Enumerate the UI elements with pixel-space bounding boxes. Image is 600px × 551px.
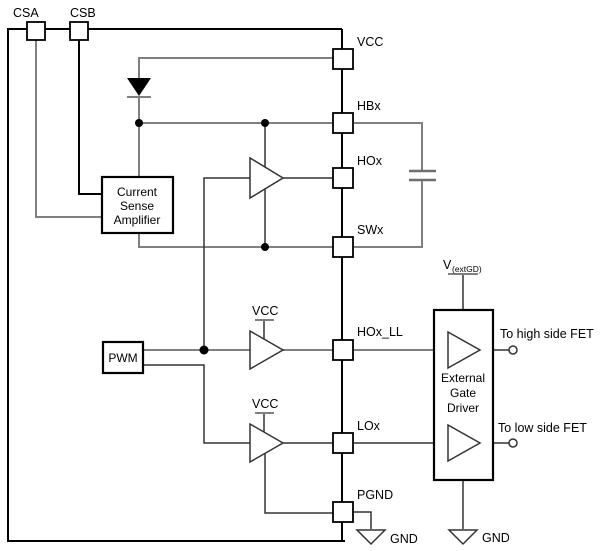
gnd-symbol-left-icon — [355, 529, 387, 546]
csa-block-label-line3: Amplifier — [114, 213, 161, 227]
wire-capacitor-to-swx — [354, 181, 423, 248]
pgnd-pin-label: PGND — [357, 488, 393, 502]
gray-wires — [35, 40, 478, 414]
egd-low-buffer-icon — [447, 423, 482, 463]
pgnd-pin-square — [332, 501, 354, 523]
egd-high-buffer-icon — [447, 330, 482, 370]
csa-block-label-line1: Current — [117, 185, 158, 199]
hoxll-pin-label: HOx_LL — [357, 325, 403, 339]
gnd-symbol-right-icon — [447, 529, 479, 546]
egd-block-label-line2: Gate — [450, 386, 476, 400]
vcc-pin-square — [332, 48, 354, 70]
lox-driver-buffer-icon — [249, 422, 285, 464]
junction-dot — [199, 345, 209, 355]
junction-dots — [135, 119, 269, 355]
wire-vcc-to-diode — [138, 57, 333, 79]
hoxll-driver-buffer-icon — [249, 329, 285, 371]
wire-hbx-to-capacitor — [354, 122, 423, 170]
high-side-output-terminal — [508, 345, 518, 355]
hox-pin-square — [332, 167, 354, 189]
wire-pgnd-to-gnd — [354, 511, 372, 529]
junction-dot — [261, 243, 269, 251]
vcc-tee-low-label: VCC — [252, 397, 278, 411]
wire-csb-to-amplifier — [78, 40, 102, 195]
pwm-block-label: PWM — [108, 351, 137, 365]
diode-anode-triangle — [127, 78, 151, 96]
egd-block-label-line1: External — [441, 371, 485, 385]
hox-pin-label: HOx — [357, 154, 383, 168]
bootstrap-diode-icon — [127, 78, 151, 98]
wire-pwm-to-lox-buffer — [143, 364, 250, 444]
vcc-tee-high-label: VCC — [252, 304, 278, 318]
csa-pin-label: CSA — [13, 6, 39, 20]
to-high-side-fet-label: To high side FET — [500, 327, 594, 341]
wire-csa-to-amplifier — [35, 40, 102, 218]
hoxll-pin-square — [332, 339, 354, 361]
lox-pin-label: LOx — [357, 419, 381, 433]
supply-labels: VCC VCC V (extGD) GND GND — [252, 258, 510, 546]
vextgd-label-sub: (extGD) — [452, 264, 482, 274]
wire-riser-to-hox-buffer — [203, 177, 250, 350]
junction-dot — [261, 119, 269, 127]
low-side-output-terminal — [508, 438, 518, 448]
hox-driver-buffer-icon — [249, 156, 285, 200]
wire-amplifier-to-swx — [138, 233, 333, 248]
to-low-side-fet-label: To low side FET — [498, 421, 587, 435]
lox-pin-square — [332, 432, 354, 454]
pin-terminals — [26, 21, 354, 523]
wire-outer-sense-loop — [7, 28, 345, 542]
pin-labels: CSA CSB VCC HBx HOx SWx HOx_LL LOx PGND — [13, 6, 403, 502]
black-wires — [7, 28, 345, 542]
junction-dot — [135, 119, 143, 127]
swx-pin-square — [332, 236, 354, 258]
block-labels: Current Sense Amplifier PWM External Gat… — [108, 185, 485, 415]
swx-pin-label: SWx — [357, 223, 384, 237]
pwm-block — [101, 340, 145, 375]
wire-lox-buffer-to-pgnd — [264, 452, 333, 514]
current-sense-amplifier-block — [100, 175, 175, 235]
csa-pin-square — [26, 21, 46, 41]
hbx-pin-label: HBx — [357, 99, 381, 113]
hbx-pin-square — [332, 112, 354, 134]
gnd-right-label: GND — [482, 531, 510, 545]
bootstrap-capacitor-icon — [409, 169, 436, 182]
csb-pin-square — [69, 21, 89, 41]
csb-pin-label: CSB — [70, 6, 96, 20]
vcc-pin-label: VCC — [357, 35, 383, 49]
annotation-labels: To high side FET To low side FET — [498, 327, 594, 435]
vextgd-label-main: V — [443, 258, 452, 272]
csa-block-label-line2: Sense — [120, 199, 154, 213]
gnd-left-label: GND — [390, 532, 418, 546]
egd-block-label-line3: Driver — [447, 401, 479, 415]
